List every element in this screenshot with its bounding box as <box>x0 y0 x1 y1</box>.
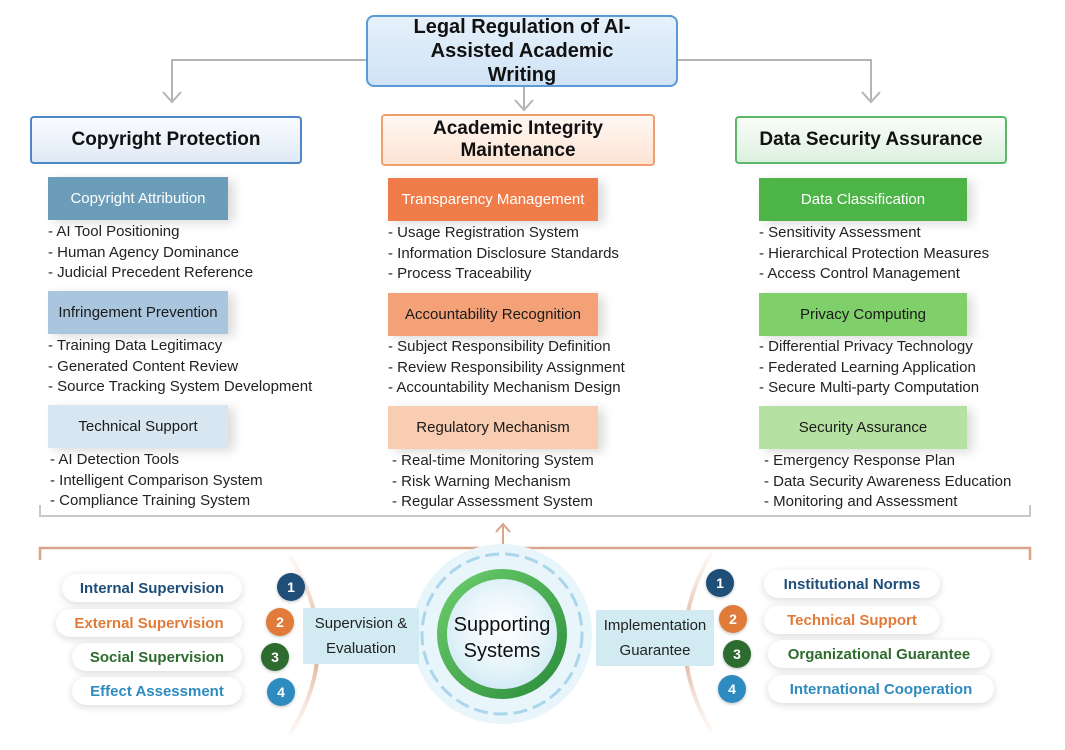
list-item: - Human Agency Dominance <box>48 243 239 261</box>
heading-data-security: Data Security Assurance <box>735 116 1007 164</box>
list-item: - Monitoring and Assessment <box>764 493 958 510</box>
section-data-classification: Data Classification <box>759 178 967 221</box>
transparency-management-list: - Usage Registration System - Informatio… <box>388 223 619 285</box>
list-item: - Access Control Management <box>759 265 960 282</box>
list-item: - Emergency Response Plan <box>764 452 955 469</box>
copyright-attribution-list: - AI Tool Positioning - Human Agency Dom… <box>48 222 253 284</box>
badge-right-2: 2 <box>719 605 747 633</box>
pill-social-supervision: Social Supervision <box>72 643 242 671</box>
list-item: - Review Responsibility Assignment <box>388 358 625 376</box>
technical-support-list: - AI Detection Tools - Intelligent Compa… <box>50 450 263 512</box>
list-item: - Information Disclosure Standards <box>388 244 619 262</box>
pill-external-supervision: External Supervision <box>56 609 242 637</box>
list-item: - Judicial Precedent Reference <box>48 264 254 281</box>
list-item: - Differential Privacy Technology <box>759 338 973 355</box>
pill-international-cooperation: International Cooperation <box>768 675 994 703</box>
section-regulatory-mechanism: Regulatory Mechanism <box>388 406 598 449</box>
list-item: - Data Security Awareness Education <box>764 472 1012 490</box>
supporting-systems-hub: Supporting Systems <box>453 614 551 662</box>
data-classification-list: - Sensitivity Assessment - Hierarchical … <box>759 223 989 285</box>
list-item: - AI Tool Positioning <box>48 223 180 240</box>
pill-technical-support: Technical Support <box>764 606 940 634</box>
list-item: - Federated Learning Application <box>759 358 976 376</box>
list-item: - Intelligent Comparison System <box>50 471 263 489</box>
columns-bracket <box>39 505 1031 517</box>
badge-left-3: 3 <box>261 643 289 671</box>
title-branch-right <box>678 59 881 104</box>
section-infringement-prevention: Infringement Prevention <box>48 291 228 334</box>
heading-copyright-protection: Copyright Protection <box>30 116 302 164</box>
section-privacy-computing: Privacy Computing <box>759 293 967 336</box>
badge-left-4: 4 <box>267 678 295 706</box>
badge-left-1: 1 <box>277 573 305 601</box>
pill-organizational-guarantee: Organizational Guarantee <box>768 640 990 668</box>
support-bracket <box>38 546 1032 560</box>
list-item: - Source Tracking System Development <box>48 378 313 395</box>
list-item: - Sensitivity Assessment <box>759 224 921 241</box>
hub-dashed-ring <box>420 552 584 716</box>
badge-right-3: 3 <box>723 640 751 668</box>
list-item: - Secure Multi-party Computation <box>759 379 980 396</box>
section-accountability-recognition: Accountability Recognition <box>388 293 598 336</box>
security-assurance-list: - Emergency Response Plan - Data Securit… <box>764 451 1011 513</box>
section-security-assurance: Security Assurance <box>759 406 967 449</box>
section-technical-support: Technical Support <box>48 405 228 448</box>
badge-right-1: 1 <box>706 569 734 597</box>
hub-ring <box>437 569 567 699</box>
pill-internal-supervision: Internal Supervision <box>62 574 242 602</box>
list-item: - Accountability Mechanism Design <box>388 379 621 396</box>
list-item: - AI Detection Tools <box>50 451 179 468</box>
section-transparency-management: Transparency Management <box>388 178 598 221</box>
list-item: - Real-time Monitoring System <box>392 452 594 469</box>
infringement-prevention-list: - Training Data Legitimacy - Generated C… <box>48 336 312 398</box>
heading-academic-integrity: Academic Integrity Maintenance <box>381 114 655 166</box>
title-branch-left <box>162 59 366 104</box>
badge-right-4: 4 <box>718 675 746 703</box>
list-item: - Hierarchical Protection Measures <box>759 244 990 262</box>
list-item: - Usage Registration System <box>388 224 579 241</box>
list-item: - Regular Assessment System <box>392 493 593 510</box>
list-item: - Generated Content Review <box>48 357 239 375</box>
list-item: - Subject Responsibility Definition <box>388 338 611 355</box>
regulatory-mechanism-list: - Real-time Monitoring System - Risk War… <box>392 451 594 513</box>
badge-left-2: 2 <box>266 608 294 636</box>
pill-effect-assessment: Effect Assessment <box>72 677 242 705</box>
privacy-computing-list: - Differential Privacy Technology - Fede… <box>759 337 979 399</box>
list-item: - Process Traceability <box>388 265 532 282</box>
accountability-recognition-list: - Subject Responsibility Definition - Re… <box>388 337 625 399</box>
title-branch-center <box>514 87 534 112</box>
section-copyright-attribution: Copyright Attribution <box>48 177 228 220</box>
supervision-evaluation-label: Supervision & Evaluation <box>303 608 419 664</box>
pill-institutional-norms: Institutional Norms <box>764 570 940 598</box>
list-item: - Compliance Training System <box>50 492 251 509</box>
list-item: - Risk Warning Mechanism <box>392 472 571 490</box>
implementation-guarantee-label: Implementation Guarantee <box>596 610 714 666</box>
list-item: - Training Data Legitimacy <box>48 337 223 354</box>
diagram-title: Legal Regulation of AI-Assisted Academic… <box>366 15 678 87</box>
